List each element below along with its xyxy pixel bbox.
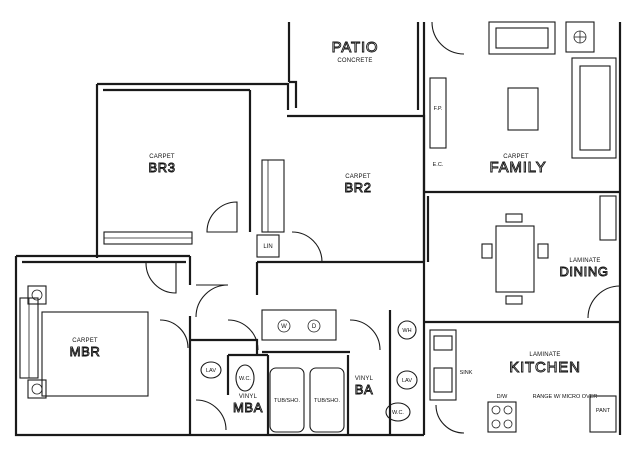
fixture-labels: LIN F.P. E.C. WH LAV W.C. TUB/SHO. TUB/S… bbox=[206, 106, 611, 416]
patio-name: PATIO bbox=[332, 39, 379, 56]
walls bbox=[14, 22, 622, 437]
dryer-label: D bbox=[312, 324, 317, 330]
tub-left-label: TUB/SHO. bbox=[274, 398, 300, 404]
room-labels: PATIO CONCRETE CARPET BR3 CARPET BR2 CAR… bbox=[69, 39, 608, 416]
linen-closet-label: LIN bbox=[263, 244, 272, 250]
mba-lav-label: LAV bbox=[206, 368, 216, 374]
ba-lav-label: LAV bbox=[402, 378, 412, 384]
water-heater-label: WH bbox=[402, 328, 411, 334]
fireplace-label: F.P. bbox=[434, 106, 443, 112]
family-floor: CARPET bbox=[503, 154, 529, 160]
dining-floor: LAMINATE bbox=[569, 258, 600, 264]
br2-name: BR2 bbox=[344, 180, 371, 195]
ba-wc-label: W.C. bbox=[392, 410, 404, 416]
mba-wc-label: W.C. bbox=[239, 376, 251, 382]
patio-floor: CONCRETE bbox=[337, 58, 372, 64]
pantry-label: PANT bbox=[596, 408, 611, 414]
br3-floor: CARPET bbox=[149, 154, 175, 160]
dining-name: DINING bbox=[559, 264, 608, 279]
tub-right-label: TUB/SHO. bbox=[314, 398, 340, 404]
entertainment-center-label: E.C. bbox=[433, 162, 444, 168]
closets bbox=[19, 77, 617, 379]
range-label: RANGE W/ MICRO OVER bbox=[533, 394, 598, 400]
kitchen-name: KITCHEN bbox=[509, 359, 580, 376]
doors bbox=[145, 21, 621, 434]
ba-name: BA bbox=[355, 382, 374, 397]
washer-label: W bbox=[281, 324, 287, 330]
furniture bbox=[27, 21, 617, 433]
mba-floor: VINYL bbox=[239, 394, 258, 400]
mbr-floor: CARPET bbox=[72, 338, 98, 344]
mbr-name: MBR bbox=[70, 344, 101, 359]
kitchen-floor: LAMINATE bbox=[529, 352, 560, 358]
family-name: FAMILY bbox=[489, 159, 546, 176]
ba-floor: VINYL bbox=[355, 376, 374, 382]
br3-name: BR3 bbox=[148, 160, 175, 175]
br2-floor: CARPET bbox=[345, 174, 371, 180]
sink-label: SINK bbox=[460, 370, 473, 376]
mba-name: MBA bbox=[233, 400, 263, 415]
dishwasher-label: D/W bbox=[497, 394, 509, 400]
